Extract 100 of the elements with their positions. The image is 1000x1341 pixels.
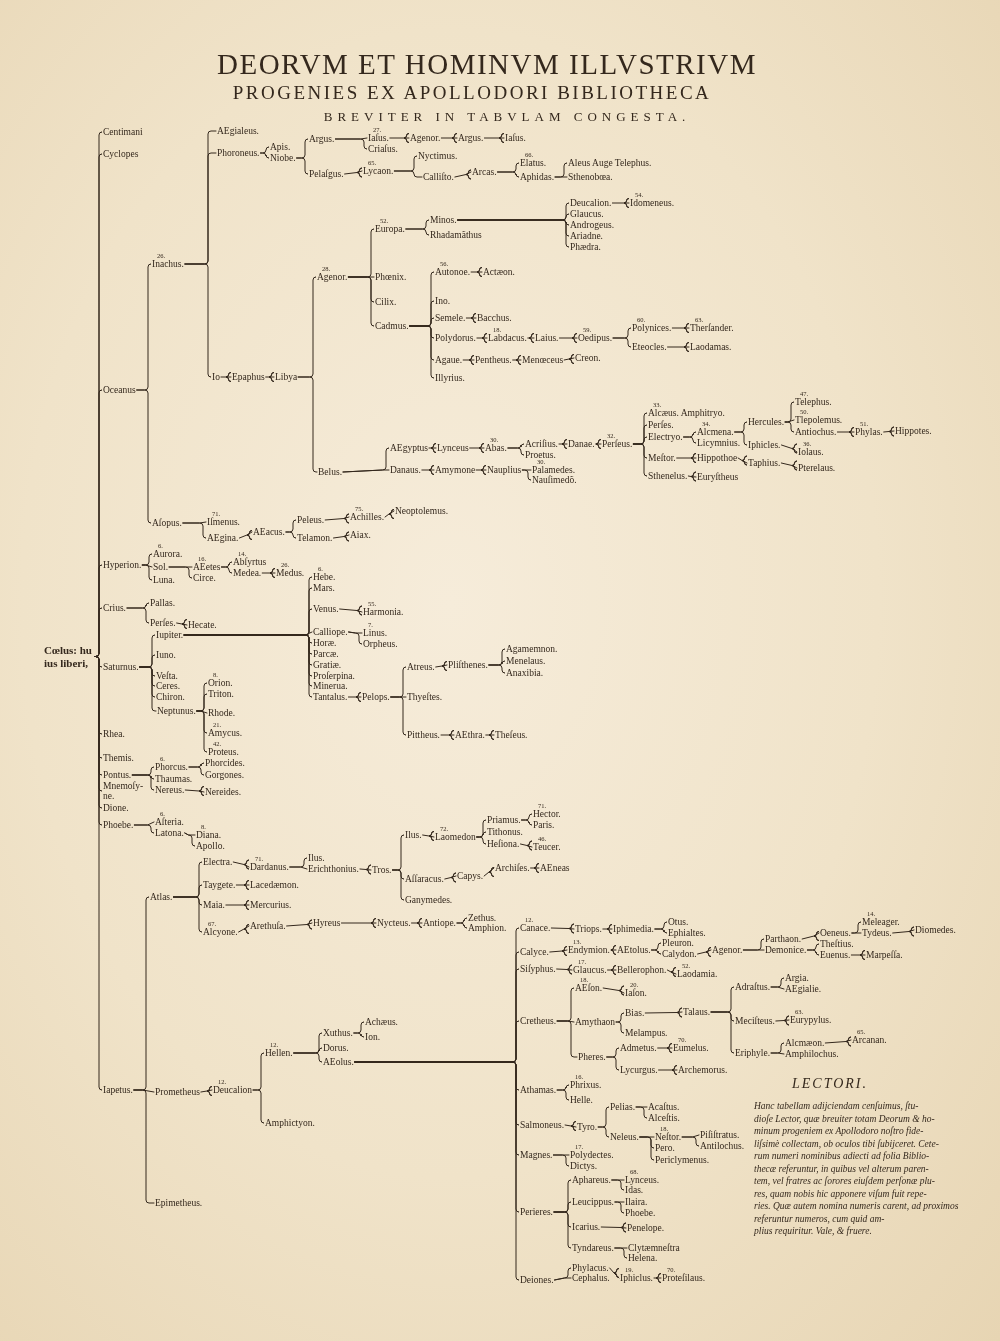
brace-connector [238,924,250,934]
genealogy-name: Alcmena. [697,427,734,437]
genealogy-name: Archemorus. [678,1065,728,1075]
brace-connector [614,1201,625,1214]
brace-connector [836,427,855,437]
genealogy-name: Agenor. [410,133,441,143]
genealogy-name: Illyrius. [435,373,465,383]
brace-connector [488,664,506,674]
genealogy-name: Argus. [309,134,335,144]
brace-connector [359,864,372,875]
genealogy-name: Pliſthenes. [448,660,488,670]
genealogy-name: Anaxibia. [506,668,544,678]
genealogy-name: Deucalion. [570,198,612,208]
genealogy-name: Tithonus. [487,827,523,837]
brace-connector [428,443,437,453]
genealogy-name: Agaue. [435,355,463,365]
genealogy-name: Abſyrtus [233,557,267,567]
brace-connector [286,919,313,930]
brace-connector [635,1106,648,1119]
genealogy-name: Aurora. [153,549,183,559]
brace-connector [297,376,318,473]
genealogy-name: Telamon. [297,533,333,543]
genealogy-name: Periclymenus. [655,1155,710,1165]
brace-connector [610,945,617,955]
genealogy-name: Dictys. [570,1161,598,1171]
genealogy-name: Libya [275,372,298,382]
genealogy-name: Themis. [103,753,134,763]
brace-connector [440,133,458,143]
genealogy-name: Achilles. [350,512,385,522]
genealogy-name: Inachus. [152,259,184,269]
genealogy-name: Cretheus. [520,1016,557,1026]
brace-connector [485,730,495,740]
brace-connector [658,1065,678,1075]
genealogy-name: Neptunus. [157,706,196,716]
genealogy-name: Aphareus. [572,1175,611,1185]
genealogy-name: Tyro. [577,1122,598,1132]
brace-connector [553,1211,572,1249]
genealogy-name: Sthenobœa. [568,172,613,182]
brace-connector [188,766,205,776]
genealogy-name: Abas. [485,443,507,453]
brace-connector [470,267,483,277]
genealogy-name: Theſtius. [820,939,854,949]
brace-connector [465,313,477,323]
brace-connector [333,531,350,542]
genealogy-name: Calliope. [313,627,348,637]
brace-connector [454,169,472,180]
brace-connector [421,465,435,475]
genealogy-name: AEtolus. [617,945,651,955]
genealogy-name: Minos. [430,215,457,225]
genealogy-name: Aſteria. [155,817,184,827]
genealogy-name: Adraſtus. [735,982,771,992]
genealogy-name: Xuthus. [323,1028,353,1038]
genealogy-name: Hebe. [313,572,336,582]
brace-connector [554,176,568,178]
brace-connector [737,455,748,466]
genealogy-name: Aleus Auge Telephus. [568,158,652,168]
genealogy-name: Therſander. [690,323,734,333]
genealogy-name: Niobe. [270,153,296,163]
genealogy-name: Triops. [575,924,602,934]
genealogy-name: Thyeſtes. [407,692,443,702]
genealogy-name: Hippotes. [895,426,932,436]
genealogy-name: Dorus. [323,1043,349,1053]
genealogy-name: Iaſon. [625,988,647,998]
brace-connector [126,607,150,624]
genealogy-name: Phorcides. [205,758,245,768]
genealogy-name: Lynceus. [625,1175,660,1185]
genealogy-name: Pleuron. [662,938,694,948]
genealogy-name: Agamemnon. [506,644,558,654]
genealogy-name: Danaus. [390,465,421,475]
genealogy-name: Proetus. [525,450,556,460]
genealogy-name: Danae. [568,439,595,449]
genealogy-name: Electryo. [648,432,683,442]
genealogy-name: Acriſius. [525,439,558,449]
genealogy-name: Nauſimedõ. [532,475,577,485]
genealogy-name: Antilochus. [700,1141,745,1151]
genealogy-name: Alcæus. Amphitryo. [648,408,725,418]
genealogy-name: Neoptolemus. [395,506,449,516]
brace-connector [342,469,390,473]
genealogy-name: Arethuſa. [250,921,286,931]
brace-connector [611,198,630,208]
genealogy-name: Iaſus. [368,133,389,143]
genealogy-name: Laodamia. [677,969,718,979]
genealogy-name: Phoebe. [625,1208,656,1218]
genealogy-name: Penelope. [627,1223,665,1233]
genealogy-name: Perieres. [520,1207,553,1217]
genealogy-name: Nycteus. [377,918,411,928]
genealogy-name: Harmonia. [363,607,404,617]
brace-connector [252,1089,265,1124]
genealogy-name: Pelaſgus. [309,169,344,179]
genealogy-name: Melampus. [625,1028,668,1038]
genealogy-name: Agenor. [317,272,348,282]
genealogy-name: AEneas [540,863,570,873]
genealogy-name: Dardanus. [250,862,289,872]
genealogy-name: Iolaus. [798,447,824,457]
genealogy-name: Iphimedia. [613,924,654,934]
genealogy-name: Orion. [208,678,233,688]
genealogy-name: Aſopus. [152,518,182,528]
genealogy-name: Pelops. [362,692,390,702]
brace-connector [521,819,533,826]
genealogy-name: Ceres. [156,681,180,691]
